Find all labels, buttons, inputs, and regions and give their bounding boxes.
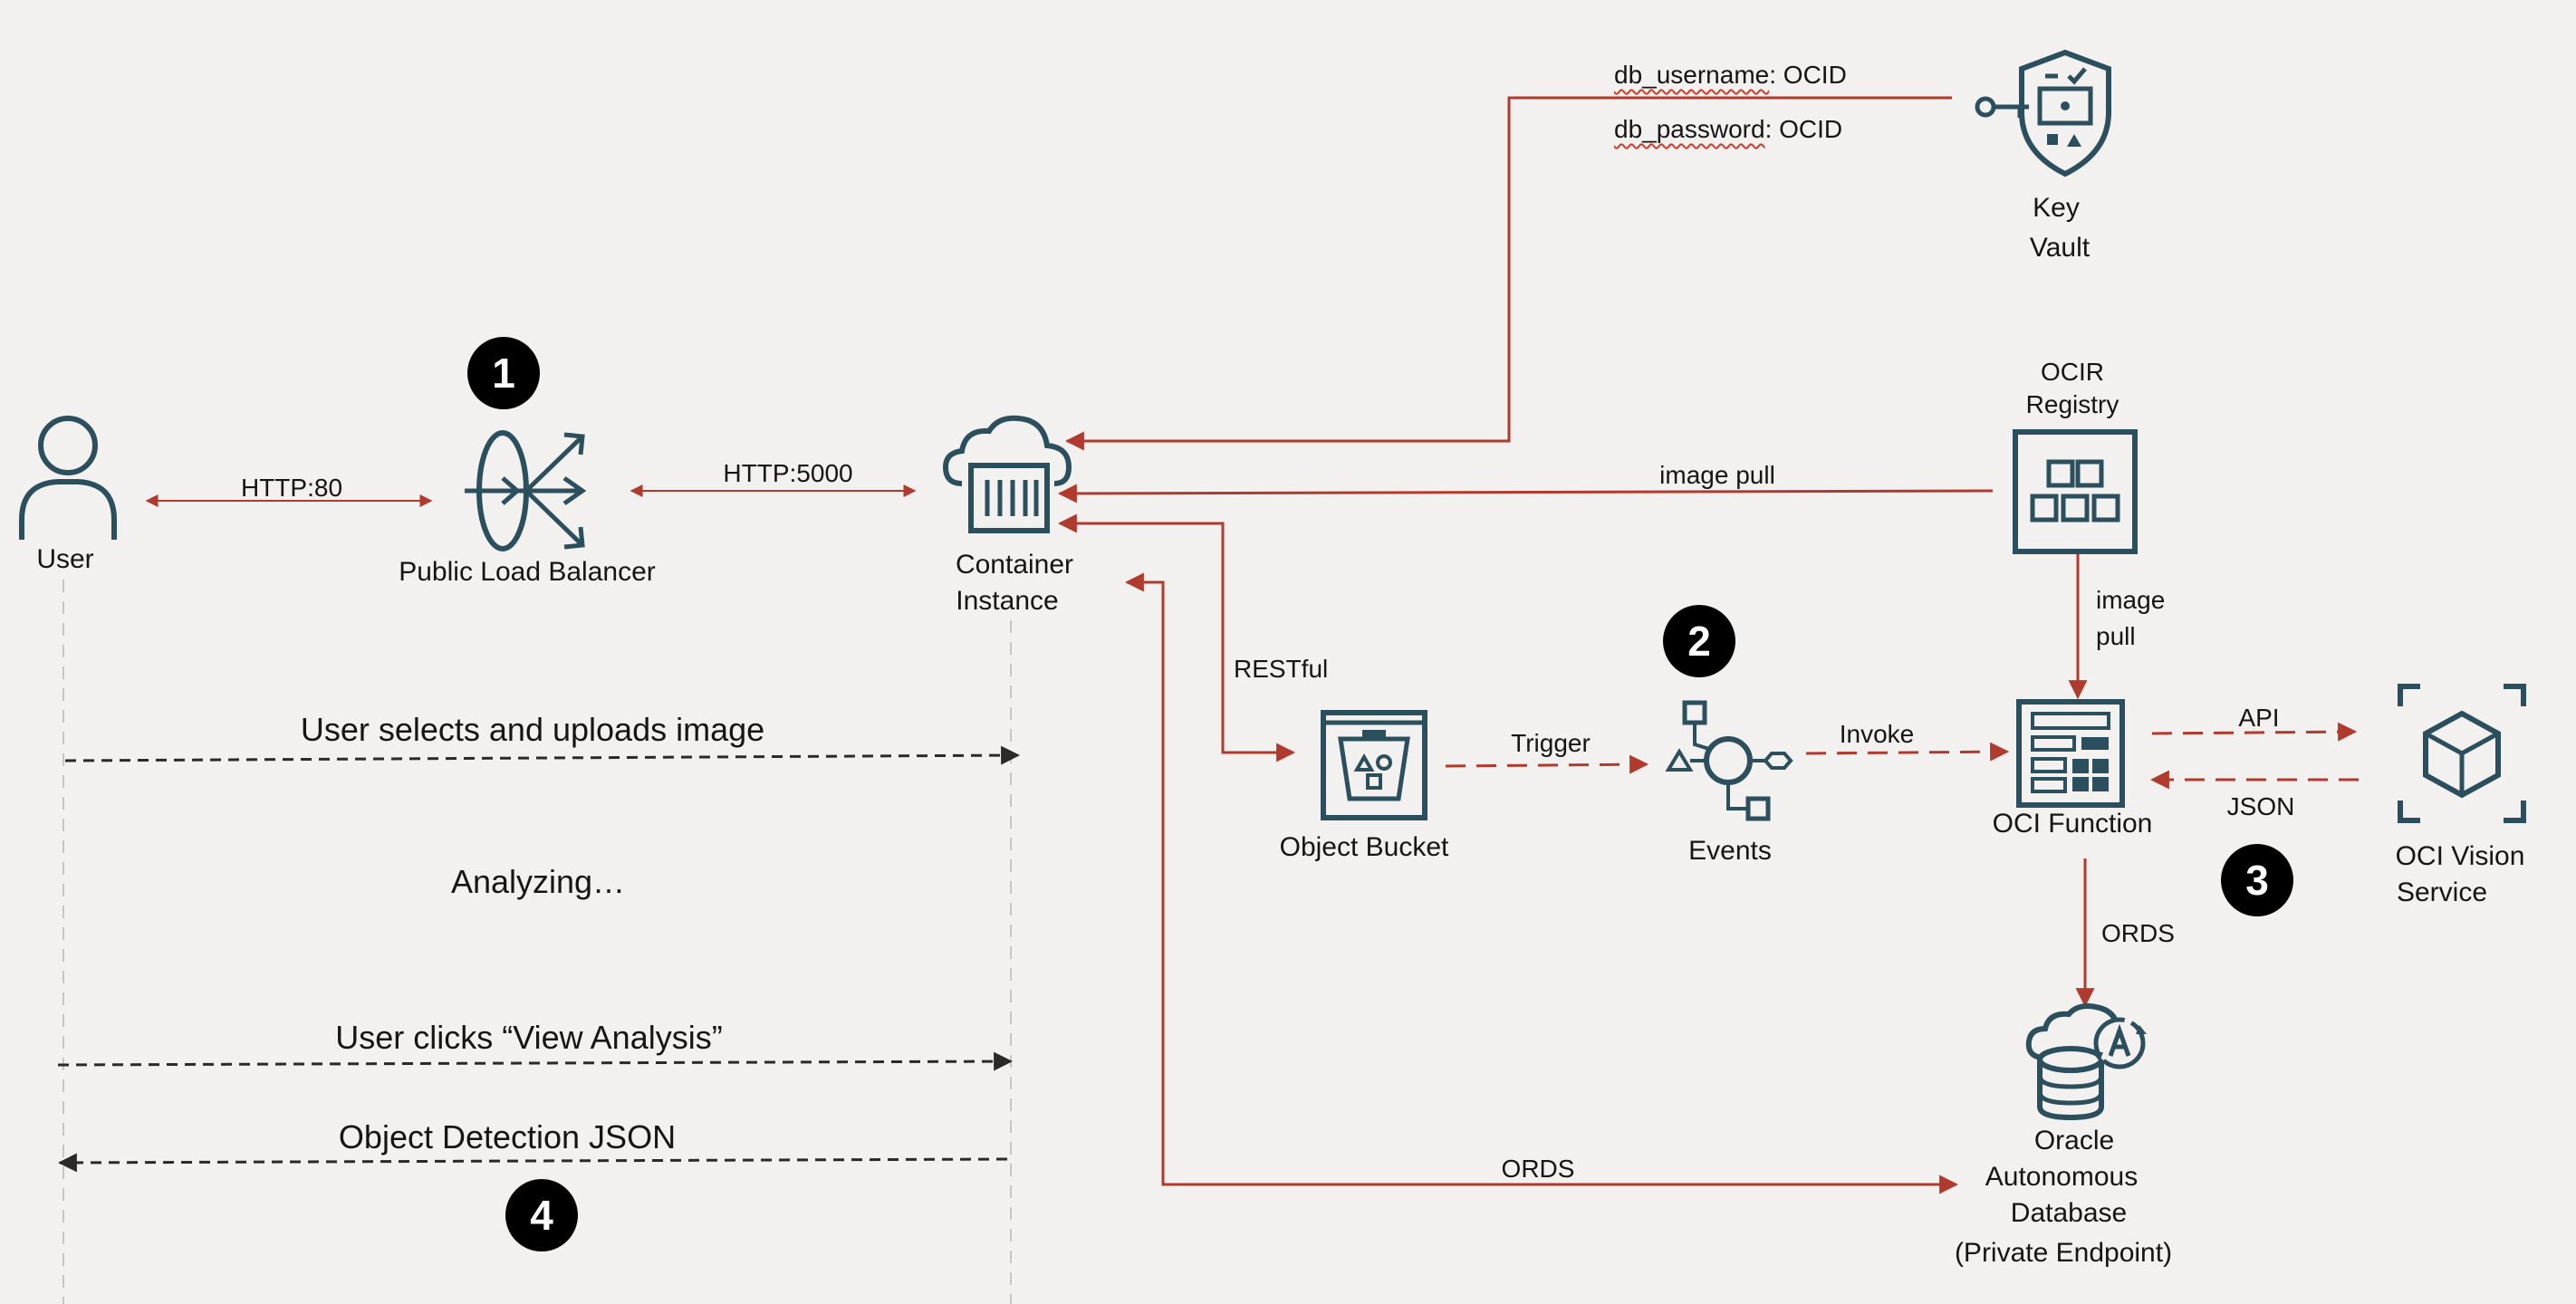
invoke-label: Invoke: [1839, 720, 1915, 748]
user-icon: [19, 416, 117, 540]
step-2-badge: 2: [1663, 605, 1735, 677]
json-label: JSON: [2226, 792, 2295, 820]
image-pull-label: image pull: [1659, 461, 1775, 489]
vision-label-line2: Service: [2396, 877, 2488, 907]
invoke-arrow: [1805, 742, 2010, 762]
load-balancer-label: Public Load Balancer: [399, 557, 656, 587]
database-label-line4: (Private Endpoint): [1954, 1238, 2173, 1268]
container-label-line1: Container: [955, 550, 1074, 580]
oci-vision-icon: [2398, 684, 2526, 823]
object-bucket-label: Object Bucket: [1279, 832, 1449, 862]
ords-container-db-arrow: [1124, 572, 1959, 1194]
http80-label: HTTP:80: [240, 474, 343, 502]
image-pull-arrow: [1057, 484, 1994, 503]
ocir-label-line1: OCIR: [2041, 358, 2104, 386]
database-label-line3: Database: [2010, 1198, 2128, 1228]
image-pull-vertical-line1: image: [2096, 586, 2166, 614]
api-label: API: [2238, 704, 2280, 732]
autonomous-database-icon: [2025, 1003, 2147, 1121]
restful-label: RESTful: [1234, 655, 1329, 683]
restful-arrow: [1057, 513, 1296, 762]
key-vault-label-line1: Key: [2033, 193, 2080, 223]
api-arrow: [2151, 722, 2358, 742]
http5000-label: HTTP:5000: [723, 459, 853, 487]
upload-seq-arrow: [64, 745, 1021, 765]
key-vault-label-line2: Vault: [2029, 233, 2091, 263]
events-icon: [1665, 700, 1793, 821]
object-bucket-icon: [1321, 710, 1427, 820]
container-instance-icon: [942, 415, 1072, 533]
events-label: Events: [1688, 836, 1772, 866]
step-4-badge: 4: [505, 1179, 578, 1251]
user-label: User: [36, 544, 94, 574]
key-vault-arrow: [1064, 96, 1952, 451]
ords-function-db-label: ORDS: [2101, 919, 2175, 947]
result-seq-label: Object Detection JSON: [338, 1118, 677, 1155]
step-1-badge: 1: [467, 337, 540, 409]
result-seq-arrow: [57, 1153, 1008, 1173]
db-password-label: db_password: OCID: [1614, 115, 1843, 143]
container-label-line2: Instance: [956, 586, 1059, 616]
oci-function-icon: [2016, 699, 2125, 808]
database-label-line2: Autonomous: [1985, 1162, 2139, 1192]
load-balancer-icon: [465, 430, 587, 551]
database-label-line1: Oracle: [2033, 1126, 2115, 1155]
oci-function-label: OCI Function: [1992, 809, 2153, 839]
view-seq-label: User clicks “View Analysis”: [335, 1019, 723, 1056]
db-username-label: db_username: OCID: [1614, 61, 1847, 89]
trigger-arrow: [1445, 754, 1649, 774]
image-pull-vertical-line2: pull: [2096, 622, 2136, 650]
ocir-label-line2: Registry: [2025, 390, 2119, 418]
step-3-badge: 3: [2221, 844, 2293, 916]
view-seq-arrow: [57, 1051, 1014, 1071]
trigger-label: Trigger: [1511, 729, 1591, 757]
ords-container-db-label: ORDS: [1501, 1155, 1575, 1183]
ocir-registry-icon: [2013, 429, 2138, 554]
vision-label-line1: OCI Vision: [2395, 841, 2525, 871]
key-vault-icon: [1975, 49, 2111, 177]
upload-seq-label: User selects and uploads image: [300, 711, 765, 748]
analyzing-label: Analyzing…: [450, 863, 626, 900]
